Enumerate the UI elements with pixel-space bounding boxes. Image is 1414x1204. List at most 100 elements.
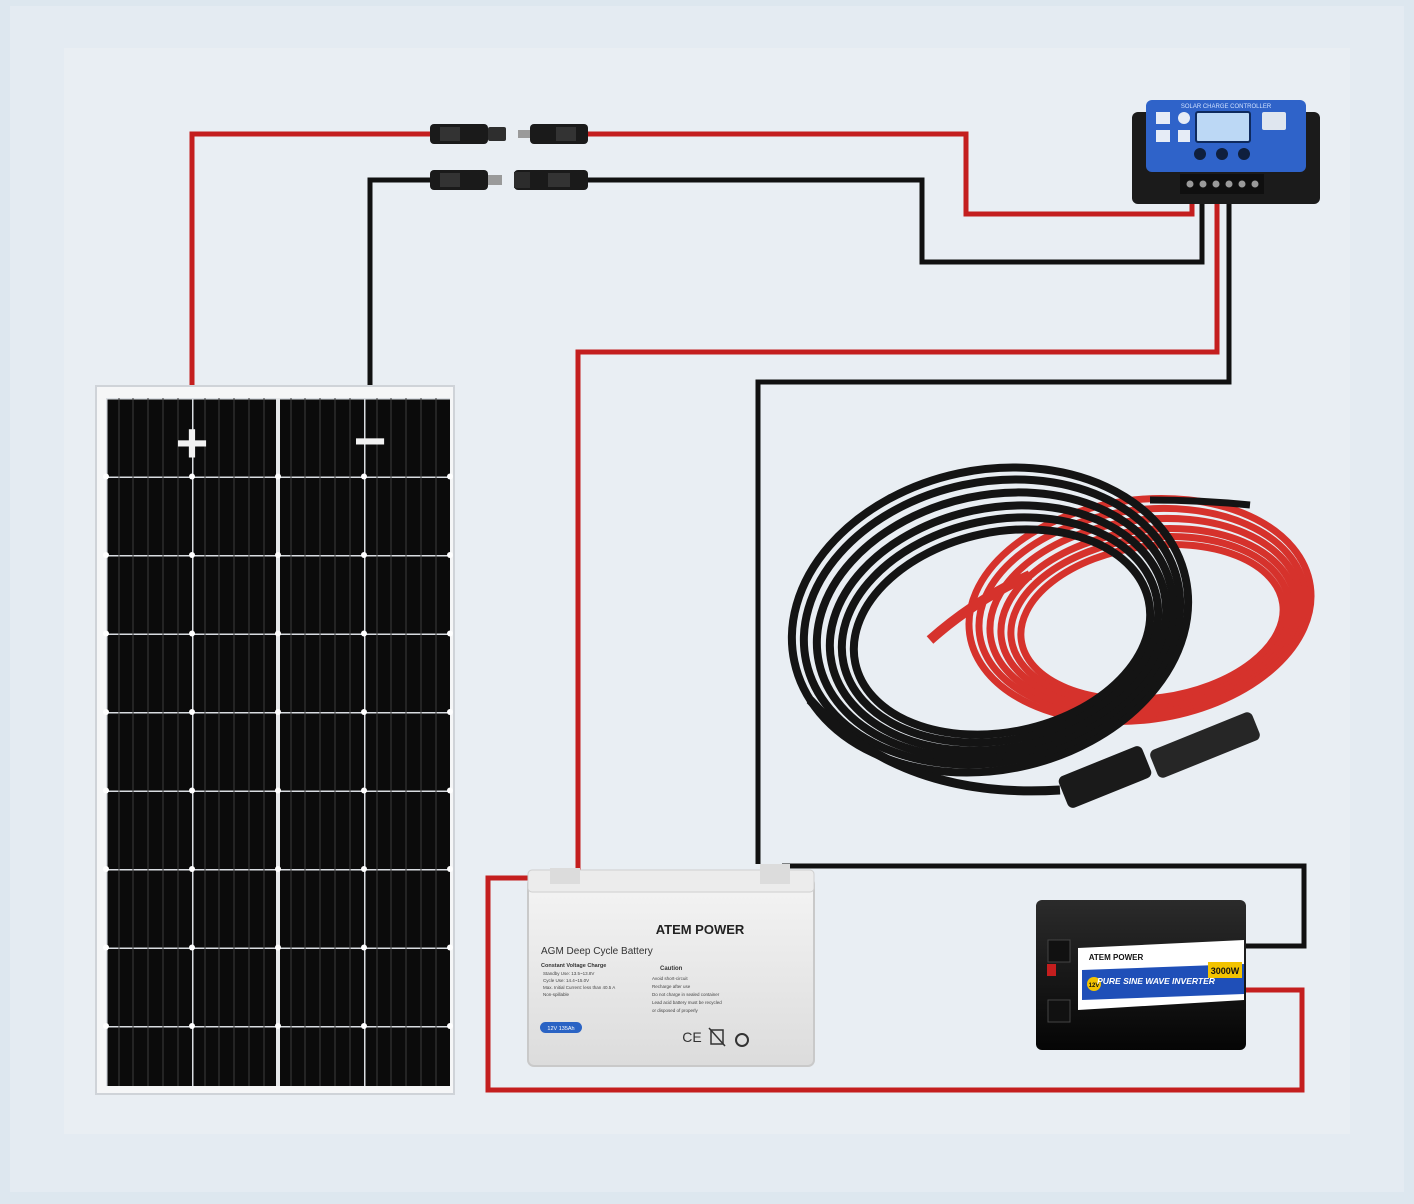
battery-terminal-negative: [760, 864, 790, 884]
panel-junction-dot: [447, 473, 453, 480]
wire-pv-negative-to-controller: [588, 177, 1205, 265]
controller-button-middle: [1216, 148, 1228, 160]
panel-junction-dot: [447, 552, 453, 558]
panel-junction-dot: [361, 866, 367, 872]
panel-junction-dot: [275, 709, 281, 715]
controller-battery-icon: [1156, 130, 1170, 142]
inverter-power-rating: 3000W: [1211, 966, 1240, 976]
inverter-brand-logo: ATEM POWER: [1089, 953, 1144, 962]
panel-junction-dot: [189, 1023, 195, 1029]
inverter-blue-band: [1082, 964, 1244, 1000]
panel-junction-dot: [275, 473, 281, 480]
panel-junction-dot: [189, 473, 195, 480]
panel-junction-dot: [361, 473, 367, 480]
cable-coils: [787, 463, 1315, 808]
panel-junction-dot: [361, 1023, 367, 1029]
panel-junction-dot: [361, 709, 367, 715]
solar-panel-cell-junctions: [103, 473, 453, 1029]
panel-junction-dot: [447, 709, 453, 715]
controller-button-right: [1238, 148, 1250, 160]
panel-junction-dot: [189, 552, 195, 558]
controller-lock-icon: [1178, 130, 1190, 142]
panel-junction-dot: [103, 787, 109, 794]
panel-junction-dot: [275, 866, 281, 872]
battery-lid: [527, 869, 815, 893]
panel-junction-dot: [103, 1023, 109, 1029]
battery-caution-line: Lead acid battery must be recycled: [652, 1000, 722, 1005]
panel-junction-dot: [103, 552, 109, 558]
battery-caution-line: Avoid short-circuit: [652, 976, 688, 981]
agm-battery: ATEM POWER AGM Deep Cycle Battery Consta…: [527, 864, 815, 1067]
battery-rating-text: 12V 135Ah: [547, 1026, 574, 1032]
panel-junction-dot: [361, 787, 367, 794]
black-cable-coil: [787, 463, 1251, 796]
panel-junction-dot: [361, 630, 367, 637]
wiring: [189, 131, 1307, 1093]
battery-recycle-icon: [735, 1033, 749, 1047]
battery-caution-line: or disposed of properly: [652, 1008, 699, 1013]
battery-charge-heading: Constant Voltage Charge: [541, 963, 606, 969]
battery-bin-icon: [708, 1027, 726, 1047]
battery-charge-line: Max. Initial Current: less than 40.5 A: [543, 985, 615, 990]
battery-caution-heading: Caution: [660, 966, 683, 972]
panel-junction-dot: [103, 866, 109, 872]
panel-junction-dot: [189, 866, 195, 872]
panel-junction-dot: [275, 787, 281, 794]
wire-panel-negative: [367, 177, 432, 386]
charge-controller: SOLAR CHARGE CONTROLLER: [1132, 100, 1320, 204]
battery-brand-logo: ATEM POWER: [656, 922, 745, 937]
battery-terminal-positive: [550, 868, 580, 884]
power-inverter: ATEM POWER 12V PURE SINE WAVE INVERTER 3…: [1036, 900, 1246, 1050]
wire-battery-positive-to-inverter: [485, 875, 1305, 1093]
panel-positive-mark: +: [176, 411, 209, 474]
wire-battery-negative-to-inverter: [782, 863, 1307, 949]
inverter-voltage-badge: [1087, 977, 1101, 991]
inverter-power-switch: [1047, 964, 1056, 976]
controller-solar-icon: [1156, 112, 1170, 124]
controller-header-text: SOLAR CHARGE CONTROLLER: [1181, 104, 1272, 110]
mc4-connector-positive-female: [518, 124, 588, 144]
panel-junction-dot: [103, 944, 109, 951]
panel-junction-dot: [447, 866, 453, 872]
panel-junction-dot: [189, 944, 195, 951]
panel-junction-dot: [275, 1023, 281, 1029]
battery-caution-line: Do not charge in sealed container: [652, 992, 720, 997]
inverter-outlet-top: [1047, 939, 1071, 963]
battery-charge-line: Standby Use: 13.5~13.8V: [543, 971, 594, 976]
battery-title: AGM Deep Cycle Battery: [541, 946, 653, 957]
panel-junction-dot: [189, 709, 195, 715]
panel-junction-dot: [275, 552, 281, 558]
inverter-power-badge: [1208, 962, 1242, 978]
wire-controller-battery-positive: [575, 198, 1220, 870]
panel-junction-dot: [189, 630, 195, 637]
wire-controller-battery-negative: [755, 198, 1232, 864]
cable-mc4-connector: [1058, 712, 1260, 808]
controller-lcd-screen: [1195, 111, 1251, 143]
wire-panel-positive: [189, 131, 432, 386]
panel-junction-dot: [103, 709, 109, 715]
panel-junction-dot: [275, 630, 281, 637]
controller-bulb-icon: [1178, 112, 1190, 124]
panel-junction-dot: [447, 944, 453, 951]
inverter-product-name: PURE SINE WAVE INVERTER: [1097, 976, 1216, 986]
panel-junction-dot: [189, 787, 195, 794]
mc4-connectors: [430, 124, 588, 190]
battery-charge-line: Cycle Use: 14.4~15.0V: [543, 978, 589, 983]
wire-pv-positive-to-controller: [588, 131, 1195, 217]
battery-charge-line: Non-spillable: [543, 992, 570, 997]
battery-caution-line: Recharge after use: [652, 984, 691, 989]
panel-junction-dot: [275, 944, 281, 951]
solar-panel: + −: [95, 385, 455, 1095]
panel-junction-dot: [447, 1023, 453, 1029]
panel-junction-dot: [361, 552, 367, 558]
mc4-connector-negative-female: [514, 170, 588, 190]
mc4-connector-negative-male: [430, 170, 502, 190]
mc4-connector-positive-male: [430, 124, 506, 144]
panel-junction-dot: [103, 473, 109, 480]
battery-ce-mark: CE: [682, 1029, 701, 1045]
panel-junction-dot: [447, 630, 453, 637]
panel-negative-mark: −: [354, 409, 387, 472]
panel-junction-dot: [361, 944, 367, 951]
panel-junction-dot: [103, 630, 109, 637]
